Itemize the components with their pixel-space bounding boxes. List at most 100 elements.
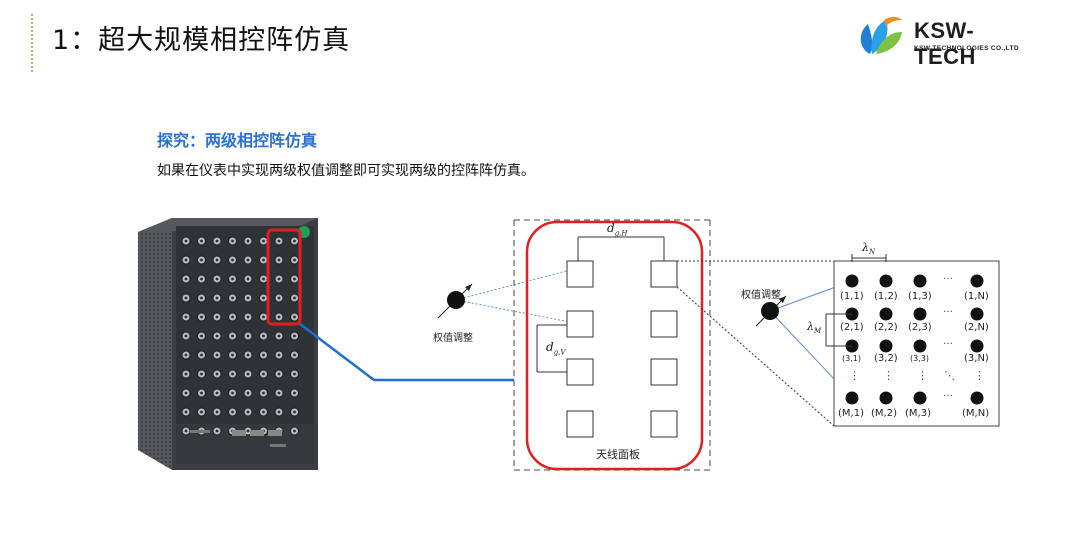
- ellipsis-d: ⋱: [944, 369, 955, 382]
- logo-subtext: KSW TECHNOLOGIES CO.,LTD: [914, 45, 1019, 52]
- rf-connector-core-icon: [200, 277, 203, 281]
- rf-connector-core-icon: [293, 334, 296, 338]
- rf-connector-core-icon: [200, 372, 203, 376]
- rf-connector-core-icon: [246, 277, 250, 281]
- element-label: (M,3): [905, 408, 931, 419]
- rf-connector-core-icon: [262, 315, 265, 319]
- rf-connector-core-icon: [262, 391, 265, 395]
- rf-connector-core-icon: [277, 353, 281, 357]
- rf-connector-core-icon: [184, 391, 188, 395]
- rf-connector-core-icon: [277, 296, 281, 300]
- test-instrument-chassis: [138, 218, 318, 470]
- rf-connector-core-icon: [231, 315, 234, 319]
- element-label: (M,2): [871, 408, 897, 419]
- rf-connector-core-icon: [215, 410, 219, 414]
- rf-connector-core-icon: [184, 258, 188, 262]
- antenna-panel-caption: 天线面板: [596, 448, 640, 461]
- rf-connector-core-icon: [184, 372, 188, 376]
- element-label: (1,2): [874, 291, 898, 302]
- element-array: [825, 254, 1000, 427]
- rf-connector-core-icon: [231, 239, 234, 243]
- rf-connector-core-icon: [293, 258, 296, 262]
- rf-connector-core-icon: [184, 296, 188, 300]
- lambda-m-label: λM: [807, 320, 822, 336]
- rf-connector-core-icon: [231, 353, 234, 357]
- rf-connector-core-icon: [184, 315, 188, 319]
- ellipsis-h: …: [943, 271, 953, 282]
- rf-connector-core-icon: [215, 277, 219, 281]
- section-heading: 探究：两级相控阵仿真: [157, 131, 318, 150]
- rf-connector-core-icon: [184, 353, 188, 357]
- rf-connector-core-icon: [277, 258, 281, 262]
- right-weight-label: 权值调整: [741, 290, 781, 301]
- rf-connector-core-icon: [277, 391, 281, 395]
- rf-connector-core-icon: [246, 239, 250, 243]
- element-label: (2,2): [874, 322, 898, 333]
- element-label: (2,1): [840, 322, 864, 333]
- rf-connector-core-icon: [215, 391, 219, 395]
- antenna-panel: [513, 219, 711, 471]
- rf-connector-core-icon: [246, 315, 250, 319]
- rf-connector-core-icon: [293, 239, 296, 243]
- ellipsis-v: ⋮: [974, 369, 985, 382]
- rf-connector-core-icon: [246, 410, 250, 414]
- rf-connector-core-icon: [262, 353, 265, 357]
- element-label: (M,N): [962, 408, 990, 419]
- rf-connector-core-icon: [200, 258, 203, 262]
- rf-connector-core-icon: [262, 277, 265, 281]
- rf-connector-core-icon: [246, 296, 250, 300]
- rf-connector-core-icon: [184, 429, 188, 433]
- rf-connector-core-icon: [262, 410, 265, 414]
- dgv-label: dg,V: [546, 340, 566, 357]
- instrument-highlight-box: [266, 228, 302, 326]
- rf-connector-core-icon: [293, 410, 296, 414]
- rf-connector-core-icon: [215, 315, 219, 319]
- rf-connector-core-icon: [293, 315, 296, 319]
- ellipsis-v: ⋮: [917, 369, 928, 382]
- rf-connector-core-icon: [215, 258, 219, 262]
- dgh-label: dg,H: [607, 221, 628, 238]
- rf-connector-core-icon: [184, 334, 188, 338]
- rf-connector-core-icon: [200, 353, 203, 357]
- rf-connector-core-icon: [262, 258, 265, 262]
- rf-connector-core-icon: [184, 239, 188, 243]
- rf-connector-core-icon: [215, 334, 219, 338]
- rf-connector-core-icon: [215, 372, 219, 376]
- rf-connector-core-icon: [200, 296, 203, 300]
- rf-connector-core-icon: [215, 296, 219, 300]
- rf-connector-core-icon: [231, 334, 234, 338]
- company-logo: KSW-TECH KSW TECHNOLOGIES CO.,LTD: [856, 14, 1036, 69]
- connector-line: [299, 323, 514, 382]
- ellipsis-h: …: [943, 388, 953, 399]
- rf-connector-core-icon: [246, 391, 250, 395]
- rf-connector-core-icon: [231, 296, 234, 300]
- logo-text: KSW-TECH: [914, 18, 976, 69]
- section-description: 如果在仪表中实现两级权值调整即可实现两级的控阵阵仿真。: [157, 163, 535, 179]
- rf-connector-core-icon: [277, 334, 281, 338]
- lambda-n-label: λN: [862, 241, 876, 257]
- element-label: (1,N): [964, 291, 989, 302]
- rf-connector-core-icon: [231, 391, 234, 395]
- rf-connector-core-icon: [262, 296, 265, 300]
- rf-connector-core-icon: [200, 334, 203, 338]
- ellipsis-h: …: [943, 336, 953, 347]
- element-label: (1,3): [908, 291, 932, 302]
- rf-connector-core-icon: [200, 315, 203, 319]
- rf-connector-core-icon: [277, 277, 281, 281]
- rf-connector-core-icon: [231, 372, 234, 376]
- rf-connector-core-icon: [277, 372, 281, 376]
- rf-connector-core-icon: [231, 277, 234, 281]
- left-weight-label: 权值调整: [433, 333, 473, 344]
- rf-connector-core-icon: [200, 239, 203, 243]
- rf-connector-core-icon: [293, 353, 296, 357]
- element-label: (3,2): [874, 353, 898, 364]
- rf-connector-core-icon: [200, 410, 203, 414]
- rf-connector-core-icon: [246, 429, 250, 433]
- rf-connector-core-icon: [262, 334, 265, 338]
- rf-connector-core-icon: [262, 239, 265, 243]
- rf-connector-core-icon: [293, 296, 296, 300]
- rf-connector-core-icon: [293, 429, 296, 433]
- title-accent-line: [31, 14, 36, 72]
- ellipsis-h: …: [943, 304, 953, 315]
- page-title: 1：超大规模相控阵仿真: [52, 25, 351, 56]
